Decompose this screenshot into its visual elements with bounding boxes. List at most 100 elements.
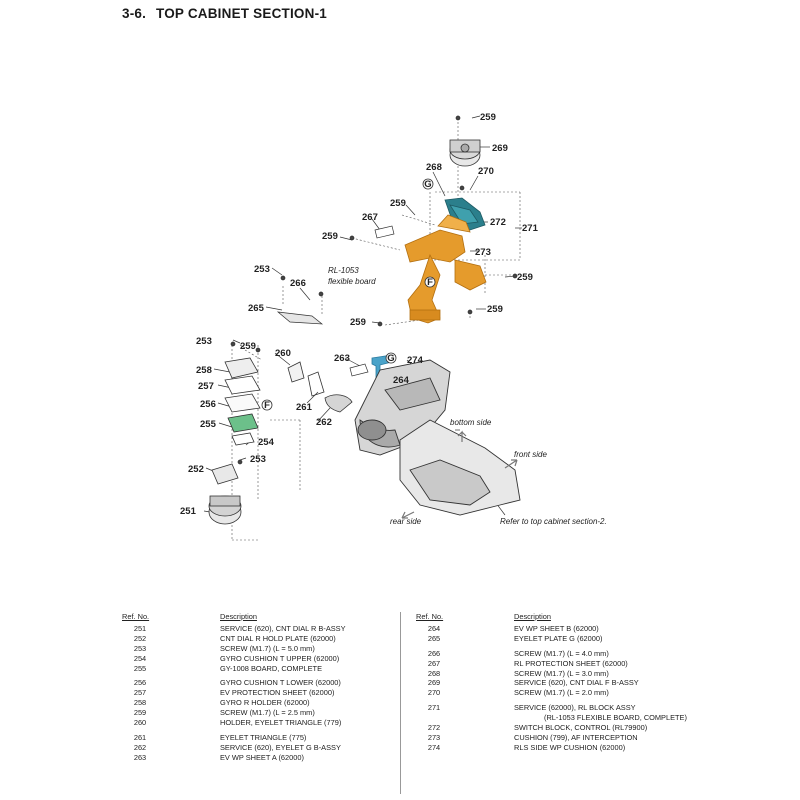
table-row: 266 SCREW (M1.7) (L = 4.0 mm) [414,649,714,659]
marker-g-ev: G [387,353,394,364]
description: RLS SIDE WP CUSHION (62000) [514,742,626,752]
callout: 254 [258,437,275,448]
callout: 260 [275,348,291,359]
description: SERVICE (620), CNT DIAL F B-ASSY [514,678,639,688]
table-row: 273 CUSHION (799), AF INTERCEPTION [414,733,714,743]
gyro-stack [224,357,261,446]
callout: 263 [334,353,350,364]
table-divider [400,612,401,794]
ref-no: 273 [427,732,441,742]
diagram-notes: RL-1053 flexible board bottom side front… [328,266,607,526]
ref-no: 262 [133,742,147,752]
callout-labels: 259 269 268 270 267 259 272 271 259 273 … [180,112,539,517]
marker-g-top: G [424,179,431,190]
ref-no: 270 [427,688,441,698]
ref-no: 269 [427,678,441,688]
callout: 268 [426,162,442,173]
table-row: 274 RLS SIDE WP CUSHION (62000) [414,743,714,753]
description: CUSHION (799), AF INTERCEPTION [514,732,638,742]
callout: 251 [180,506,197,517]
ref-no: 268 [427,668,441,678]
ref-no: 258 [133,698,147,708]
callout: 253 [254,264,270,275]
callout: 259 [240,341,256,352]
description: SCREW (M1.7) (L = 3.0 mm) [514,668,609,678]
callout: 257 [198,381,214,392]
callout: 271 [522,223,539,234]
description: EV WP SHEET A (62000) [220,752,304,762]
callout: 259 [487,304,503,315]
ref-no: 261 [133,732,147,742]
table-row: 256 GYRO CUSHION T LOWER (62000) [120,678,390,688]
ref-no: 272 [427,723,441,733]
description: SWITCH BLOCK, CONTROL (RL79900) [514,723,648,733]
callout: 262 [316,417,332,428]
rl-1053-flexible-board [404,214,487,324]
ref-no: 260 [133,718,147,728]
ref-no: 256 [133,678,147,688]
direction-arrows [401,430,518,519]
section-title: TOP CABINET SECTION-1 [156,6,327,21]
table-row: 261 EYELET TRIANGLE (775) [120,733,390,743]
description: CNT DIAL R HOLD PLATE (62000) [220,633,336,643]
callout: 252 [188,464,204,475]
callout: 265 [248,303,265,314]
table-row: 272 SWITCH BLOCK, CONTROL (RL79900) [414,723,714,733]
callout: 273 [475,247,491,258]
page-title: 3-6. TOP CABINET SECTION-1 [122,6,327,21]
callout: 256 [200,399,216,410]
callout: 258 [196,365,212,376]
connector-markers: G F G F [261,178,436,411]
description: EYELET TRIANGLE (775) [220,732,307,742]
note-rear-side: rear side [390,517,422,526]
description: EYELET PLATE G (62000) [514,633,603,643]
exploded-view-diagram: G F G F 259 269 268 270 267 259 272 271 … [180,112,607,541]
ref-no: 253 [133,643,147,653]
eyelet-parts [287,361,353,413]
note-front-side: front side [514,450,547,459]
table-row: 270 SCREW (M1.7) (L = 2.0 mm) [414,688,714,698]
ref-no: 267 [427,658,441,668]
ref-no: 252 [133,633,147,643]
callout: 272 [490,217,506,228]
ref-header: Ref. No. [416,612,444,621]
note-flex-board-line1: RL-1053 [328,266,359,275]
callout: 259 [350,317,366,328]
callout: 253 [196,336,212,347]
table-row: (RL-1053 FLEXIBLE BOARD, COMPLETE) [414,713,714,723]
table-row: 265 EYELET PLATE G (62000) [414,634,714,644]
description: SCREW (M1.7) (L = 4.0 mm) [514,648,609,658]
callout: 255 [200,419,217,430]
note-flex-board-line2: flexible board [328,277,376,286]
description: RL PROTECTION SHEET (62000) [514,658,628,668]
ref-no: 274 [427,742,441,752]
ref-no: 259 [133,708,147,718]
description: SERVICE (620), EYELET G B-ASSY [220,742,341,752]
table-header: Ref. No. Description [414,612,714,624]
description: GYRO R HOLDER (62000) [220,698,310,708]
callout: 267 [362,212,378,223]
top-cabinet-body [354,359,521,516]
table-row: 268 SCREW (M1.7) (L = 3.0 mm) [414,669,714,679]
ref-no: 266 [427,648,441,658]
table-row: 252 CNT DIAL R HOLD PLATE (62000) [120,634,390,644]
description: GYRO CUSHION T LOWER (62000) [220,678,341,688]
note-bottom-side: bottom side [450,418,492,427]
ref-no: 257 [133,688,147,698]
description: GYRO CUSHION T UPPER (62000) [220,653,340,663]
ref-no: 265 [427,633,441,643]
cnt-dial-f-assy [449,139,481,167]
description: SCREW (M1.7) (L = 2.0 mm) [514,688,609,698]
ref-no: 254 [133,653,147,663]
callout: 266 [290,278,306,289]
